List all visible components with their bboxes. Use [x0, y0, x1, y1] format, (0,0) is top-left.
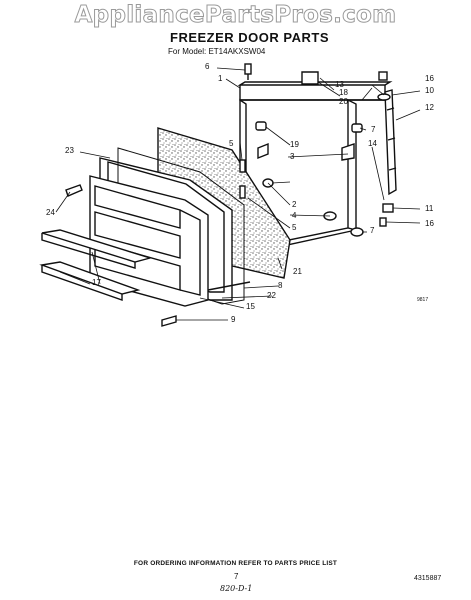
hinge-bracket-top: [301, 71, 319, 85]
strip-8: [207, 281, 251, 291]
model-line: For Model: ET14AKXSW04: [168, 47, 266, 56]
callout-5-upper: 5: [229, 139, 234, 148]
watermark: AppliancePartsPros.com: [74, 2, 397, 29]
ordering-note: FOR ORDERING INFORMATION REFER TO PARTS …: [133, 560, 338, 567]
screw-16-bottom: [379, 217, 387, 227]
hinge-part-3: [257, 142, 355, 161]
callout-14: 14: [368, 139, 377, 148]
screw-6: [244, 63, 252, 80]
bushing-7-top: [351, 123, 363, 133]
part-code: 4315887: [414, 575, 442, 582]
washer-10: [377, 93, 391, 101]
callout-20: 20: [339, 97, 348, 106]
callout-22: 22: [267, 291, 276, 300]
screw-5: [239, 159, 246, 199]
page-title: FREEZER DOOR PARTS: [170, 30, 329, 45]
callout-6: 6: [205, 62, 210, 71]
handwritten-note: 820-D-1: [220, 584, 253, 593]
screw-9: [161, 315, 177, 327]
callout-7-top: 7: [371, 125, 376, 134]
callout-15: 15: [246, 302, 255, 311]
door-shelf-bar-lower: [39, 261, 141, 301]
page-number: 7: [234, 572, 239, 581]
callout-11: 11: [425, 204, 434, 213]
door-stop-strip: [384, 89, 397, 196]
callout-21: 21: [293, 267, 302, 276]
door-shelf-bar-upper: [41, 229, 153, 269]
bushing-7-bottom: [350, 227, 364, 237]
callout-5-lower: 5: [292, 223, 297, 232]
callout-2: 2: [292, 200, 297, 209]
callout-8: 8: [278, 281, 283, 290]
door-liner: [89, 175, 209, 307]
callout-16-bottom: 16: [425, 219, 434, 228]
bushing-19: [255, 121, 267, 131]
handle-24: [65, 184, 83, 197]
callout-1: 1: [218, 74, 223, 83]
callout-17: 17: [92, 278, 101, 287]
screw-16-top: [378, 71, 388, 81]
callout-23: 23: [65, 146, 74, 155]
callout-3: 3: [290, 152, 295, 161]
hinge-11: [382, 203, 394, 213]
callout-16-top: 16: [425, 74, 434, 83]
callout-10: 10: [425, 86, 434, 95]
figure-code: 9817: [417, 297, 429, 303]
callout-19: 19: [290, 140, 299, 149]
callout-12: 12: [425, 103, 434, 112]
callout-18: 18: [339, 88, 348, 97]
right-frame-rail: [347, 98, 357, 234]
callout-7-bottom: 7: [370, 226, 375, 235]
callout-4: 4: [292, 211, 297, 220]
callout-13: 13: [335, 80, 344, 89]
callout-9: 9: [231, 315, 236, 324]
callout-24: 24: [46, 208, 55, 217]
